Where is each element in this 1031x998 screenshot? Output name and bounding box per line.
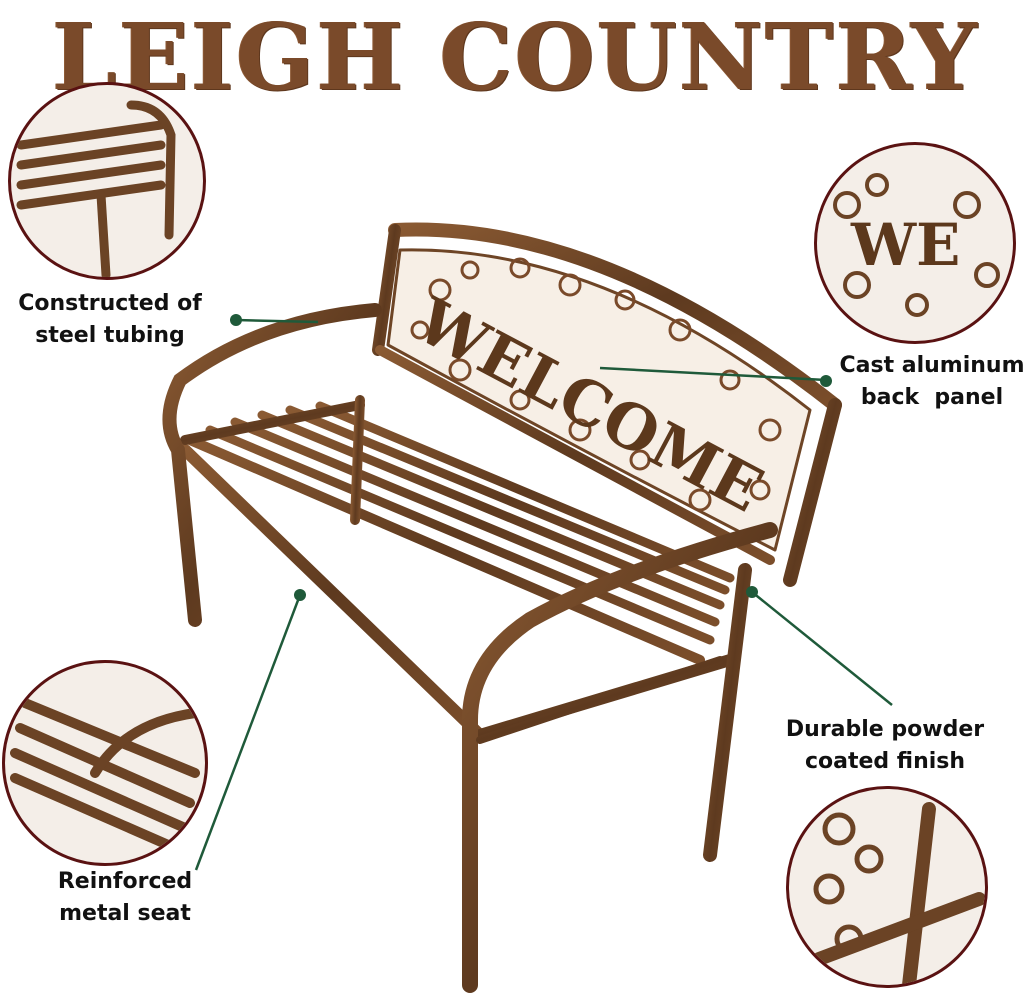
callout-steel-line1: Constructed of xyxy=(18,291,202,316)
callout-dots xyxy=(230,314,832,601)
callout-back-panel: Cast aluminum back panel xyxy=(832,350,1031,414)
callout-dot-steel xyxy=(230,314,242,326)
bench-frame xyxy=(162,303,778,993)
callout-dot-panel xyxy=(820,375,832,387)
callout-dot-seat xyxy=(294,589,306,601)
detail-circle-panel: WE xyxy=(814,142,1016,344)
svg-text:WE: WE xyxy=(850,211,960,279)
callout-seat-line2: metal seat xyxy=(59,901,191,926)
detail-circle-finish xyxy=(786,786,988,988)
callout-finish-line2: coated finish xyxy=(804,749,966,774)
callout-panel-line1: Cast aluminum xyxy=(839,353,1025,378)
callout-seat: Reinforced metal seat xyxy=(40,866,210,930)
detail-circle-seat xyxy=(2,660,208,866)
detail-circle-arm xyxy=(8,82,206,280)
callout-seat-line1: Reinforced xyxy=(57,869,193,894)
callout-finish: Durable powder coated finish xyxy=(780,714,990,778)
callout-lines xyxy=(194,318,893,871)
callout-dot-finish xyxy=(746,586,758,598)
brand-logo: LEIGH COUNTRY xyxy=(52,3,979,111)
callout-panel-line2: back panel xyxy=(860,385,1004,410)
callout-finish-line1: Durable powder xyxy=(785,717,985,742)
callout-steel-line2: steel tubing xyxy=(35,323,185,348)
callout-steel-tubing: Constructed of steel tubing xyxy=(10,288,210,352)
